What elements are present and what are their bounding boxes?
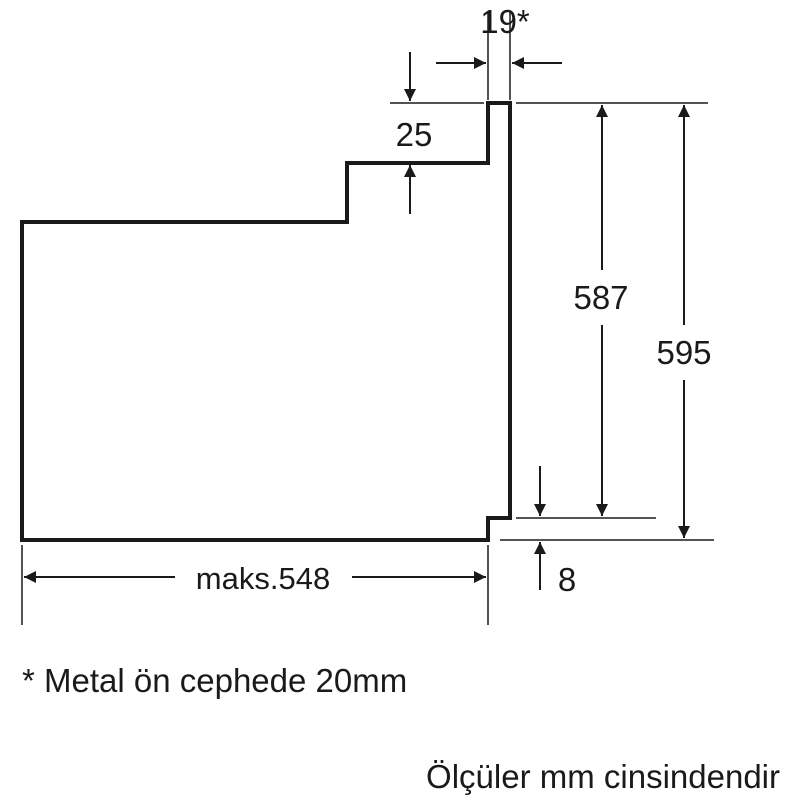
- bottom-offset-label: 8: [558, 561, 576, 598]
- total-height-label: 595: [656, 334, 711, 371]
- units-note: Ölçüler mm cinsindendir: [426, 758, 780, 795]
- depth-label: maks.548: [196, 561, 330, 596]
- dimension-arrows: [24, 52, 690, 590]
- oven-body-outline: [20, 101, 512, 542]
- inner-height-label: 587: [573, 279, 628, 316]
- front-thickness-label: 19*: [480, 3, 530, 40]
- top-step-label: 25: [396, 116, 433, 153]
- extension-lines: [21, 12, 714, 625]
- footnote: * Metal ön cephede 20mm: [22, 662, 408, 699]
